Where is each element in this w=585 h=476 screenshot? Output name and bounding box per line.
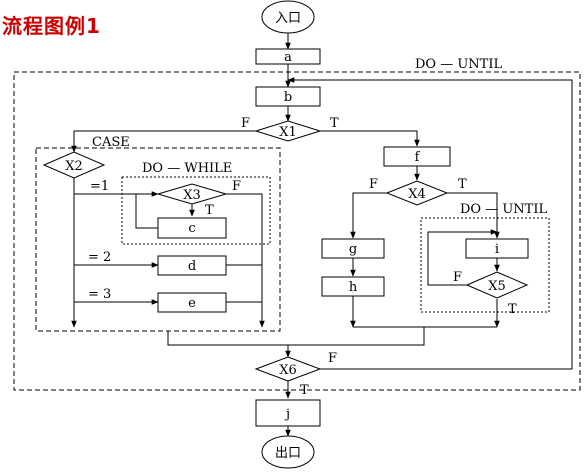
inner-do-until-region [420,217,550,313]
x4-true-label: T [458,177,467,192]
decision-x3-label: X3 [183,188,201,203]
x1-true-label: T [330,116,339,131]
exit-label: 出口 [275,446,301,461]
decision-x6-label: X6 [279,363,297,378]
decision-x5 [465,271,529,299]
do-while-label: DO — WHILE [142,161,232,176]
x6-false-label: F [328,351,337,366]
decision-x1 [254,120,322,142]
process-i-label: i [495,242,499,257]
page-title: 流程图例1 [2,14,101,38]
edge-c-loopback [135,193,158,229]
edge-x1-true-f [320,130,420,147]
process-j [255,399,321,427]
edge-right-merge [288,326,497,346]
x1-false-label: F [241,116,250,131]
process-b-label: b [284,90,292,105]
edge-x5-false-loop [427,229,498,286]
process-a-label: a [284,50,292,65]
x5-false-label: F [453,270,462,285]
case-region [35,147,281,332]
outer-do-until-label: DO — UNTIL [415,57,502,72]
decision-x2 [42,151,106,179]
outer-do-until-region [13,71,581,391]
process-i [465,238,529,259]
edge-x1-false-x2 [71,130,256,153]
process-h-label: h [349,280,358,295]
case1-label: =1 [90,179,109,194]
edge-x4-true-i [447,192,500,239]
edge-case-merge-x6 [167,331,291,358]
decision-x2-label: X2 [65,159,83,174]
decision-x4 [385,180,449,206]
edge-x4-false-g [350,192,387,239]
case2-label: = 2 [88,250,111,265]
process-a [255,48,321,65]
x3-true-label: T [205,203,214,218]
decision-x1-label: X1 [279,125,297,140]
decision-x4-label: X4 [408,187,426,202]
process-f-label: f [415,150,421,165]
x3-false-label: F [232,179,241,194]
entry-node [261,0,315,34]
process-d-label: d [188,259,196,274]
inner-do-until-label: DO — UNTIL [460,202,547,217]
process-e [157,292,227,313]
decision-x6 [254,356,322,382]
x5-true-label: T [508,302,517,317]
process-j-label: j [284,407,290,422]
process-h [321,276,385,297]
x6-true-label: T [300,383,309,398]
process-g-label: g [349,242,357,257]
exit-node [261,435,315,469]
x4-false-label: F [369,177,378,192]
decision-x5-label: X5 [488,279,506,294]
edge-x3-false-exit [226,193,265,328]
case-label: CASE [92,135,130,150]
case3-label: = 3 [88,287,111,302]
process-c [157,217,227,239]
edge-x6-false-loop [287,77,573,370]
process-e-label: e [188,296,196,311]
process-g [321,238,385,259]
do-while-region [121,176,271,245]
entry-label: 入口 [275,11,301,26]
decision-x3 [156,183,228,205]
process-f [383,146,451,167]
process-d [157,255,227,276]
process-b [255,86,321,107]
process-c-label: c [188,221,195,236]
